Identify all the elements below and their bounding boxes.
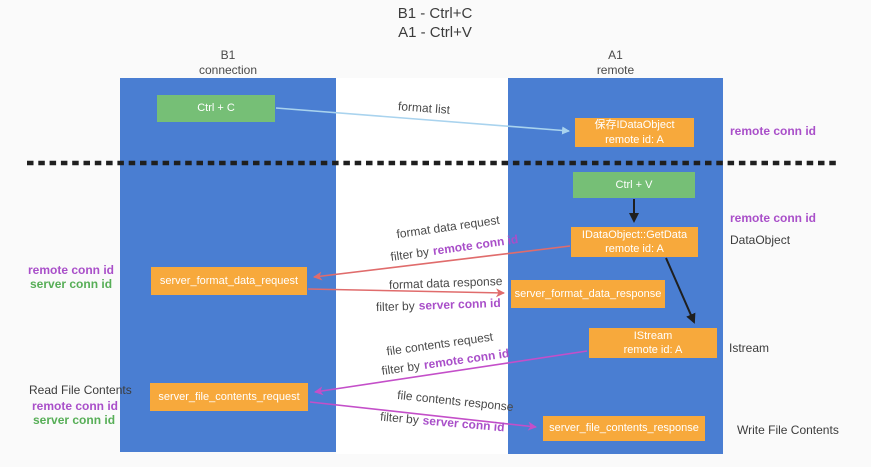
node-server-file-contents-response: server_file_contents_response [543, 416, 705, 441]
lane-header-b1: B1 connection [120, 48, 336, 78]
left-format-server-conn-id: server conn id [30, 277, 113, 291]
node-getdata: IDataObject::GetData remote id: A [571, 227, 698, 257]
diagram-title: B1 - Ctrl+C A1 - Ctrl+V [285, 5, 585, 43]
lane-b1-name: B1 [220, 48, 236, 62]
left-format-remote-conn-id: remote conn id [28, 263, 115, 277]
node-ctrl-c: Ctrl + C [157, 95, 275, 122]
node-server-format-data-request: server_format_data_request [151, 267, 307, 295]
node-server-file-contents-request-label: server_file_contents_request [158, 390, 300, 403]
filter-by-text: filter by [375, 298, 415, 315]
right-mid-remote-conn-id: remote conn id [730, 211, 817, 225]
node-ctrl-v: Ctrl + V [573, 172, 695, 198]
title-line-1: B1 - Ctrl+C [397, 5, 473, 22]
title-line-2: A1 - Ctrl+V [398, 23, 472, 41]
node-istream: IStream remote id: A [589, 328, 717, 358]
write-file-contents-label: Write File Contents [737, 423, 839, 437]
node-istream-line1: IStream [633, 329, 673, 342]
node-server-file-contents-request: server_file_contents_request [150, 383, 308, 411]
node-ctrl-v-label: Ctrl + V [615, 178, 653, 191]
node-server-format-data-response-label: server_format_data_response [514, 287, 662, 300]
lane-a1-role: remote [596, 63, 635, 77]
lane-header-a1: A1 remote [508, 48, 723, 78]
node-istream-line2: remote id: A [623, 344, 683, 356]
left-file-remote-conn-id: remote conn id [32, 399, 119, 413]
read-file-contents-label: Read File Contents [29, 383, 132, 397]
lane-a1-name: A1 [608, 48, 623, 62]
node-server-format-data-request-label: server_format_data_request [159, 274, 299, 287]
node-getdata-line1: IDataObject::GetData [581, 228, 688, 241]
istream-label: Istream [729, 341, 770, 355]
server-conn-id-text: server conn id [418, 295, 501, 313]
left-file-server-conn-id: server conn id [33, 413, 116, 427]
node-save-dataobject-line1: 保存IDataObject [594, 119, 675, 132]
node-getdata-line2: remote id: A [605, 243, 664, 255]
node-ctrl-c-label: Ctrl + C [197, 102, 235, 115]
node-save-dataobject-line2: remote id: A [605, 133, 664, 146]
lane-b1-role: connection [198, 63, 258, 77]
node-server-file-contents-response-label: server_file_contents_response [549, 422, 699, 435]
node-server-format-data-response: server_format_data_response [511, 280, 665, 308]
dataobject-label: DataObject [730, 233, 791, 247]
right-top-remote-conn-id: remote conn id [730, 124, 817, 138]
node-save-dataobject: 保存IDataObject remote id: A [575, 118, 694, 147]
